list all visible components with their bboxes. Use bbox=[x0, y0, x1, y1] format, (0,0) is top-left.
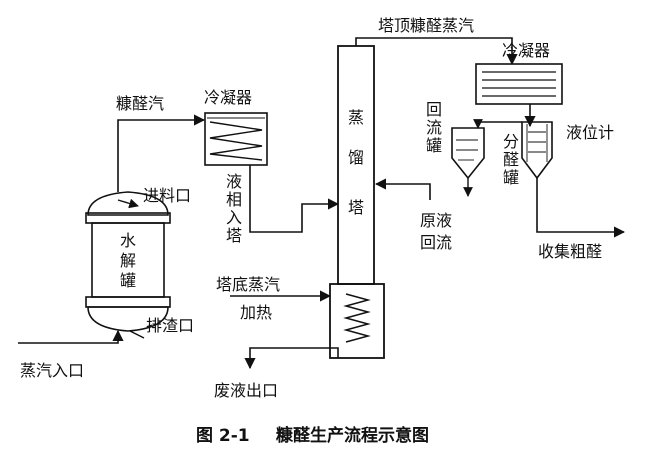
reflux-tank-label-2: 流 bbox=[426, 118, 442, 137]
hydrolysis-tank bbox=[85, 191, 171, 332]
furfural-vapor-label: 糠醛汽 bbox=[116, 94, 164, 113]
steam-inlet-label: 蒸汽入口 bbox=[20, 361, 84, 380]
reflux-tank bbox=[451, 127, 485, 180]
collect-crude-label: 收集粗醛 bbox=[538, 242, 602, 261]
furfural-vapor-pipe bbox=[117, 114, 206, 192]
separator-label-2: 醛 bbox=[503, 150, 519, 169]
heating-label: 加热 bbox=[240, 303, 272, 322]
collect-crude-pipe bbox=[536, 178, 626, 238]
separator-label-3: 罐 bbox=[503, 168, 519, 187]
waste-outlet-label: 废液出口 bbox=[214, 381, 278, 400]
tower-label-3: 塔 bbox=[348, 198, 364, 217]
condenser-right bbox=[475, 63, 563, 105]
liquid-into-tower-4: 塔 bbox=[226, 226, 242, 245]
level-gauge-label: 液位计 bbox=[566, 123, 614, 142]
waste-outlet-pipe bbox=[244, 347, 339, 370]
liquid-into-tower-pipe bbox=[249, 165, 340, 233]
bottom-steam-label: 塔底蒸汽 bbox=[216, 275, 280, 294]
condenser-right-label: 冷凝器 bbox=[502, 41, 550, 60]
feed-inlet-arrow bbox=[117, 198, 139, 209]
top-vapor-label: 塔顶糠醛蒸汽 bbox=[378, 16, 474, 35]
figure-title: 糠醛生产流程示意图 bbox=[275, 425, 429, 446]
condenser-left-label: 冷凝器 bbox=[204, 88, 252, 107]
hydrolysis-tank-label-3: 罐 bbox=[120, 271, 136, 290]
slag-outlet-label: 排渣口 bbox=[146, 316, 194, 335]
separator-to-reflux-pipe bbox=[473, 119, 522, 129]
steam-inlet-pipe bbox=[18, 329, 124, 344]
heater bbox=[329, 283, 385, 359]
figure-number: 图 2-1 bbox=[196, 426, 250, 446]
reflux-tank-label-3: 罐 bbox=[426, 136, 442, 155]
raw-reflux-pipe bbox=[374, 178, 431, 200]
liquid-into-tower-2: 相 bbox=[226, 190, 242, 209]
separator-tank bbox=[521, 121, 553, 180]
reflux-tank-label-1: 回 bbox=[426, 100, 442, 119]
tower-label-1: 蒸 bbox=[348, 108, 364, 127]
liquid-into-tower-3: 入 bbox=[226, 208, 242, 227]
separator-label-1: 分 bbox=[503, 132, 519, 151]
liquid-into-tower-1: 液 bbox=[226, 172, 242, 191]
condenser-left bbox=[204, 112, 268, 166]
slag-outlet-line bbox=[129, 330, 145, 339]
hydrolysis-tank-label-1: 水 bbox=[120, 231, 136, 250]
tower-label-2: 馏 bbox=[348, 148, 364, 167]
feed-inlet-label: 进料口 bbox=[143, 186, 191, 205]
raw-reflux-label-2: 回流 bbox=[420, 233, 452, 252]
hydrolysis-tank-label-2: 解 bbox=[120, 251, 136, 270]
heating-coil bbox=[343, 293, 371, 343]
raw-reflux-label-1: 原液 bbox=[420, 211, 452, 230]
top-vapor-pipe bbox=[355, 37, 518, 66]
